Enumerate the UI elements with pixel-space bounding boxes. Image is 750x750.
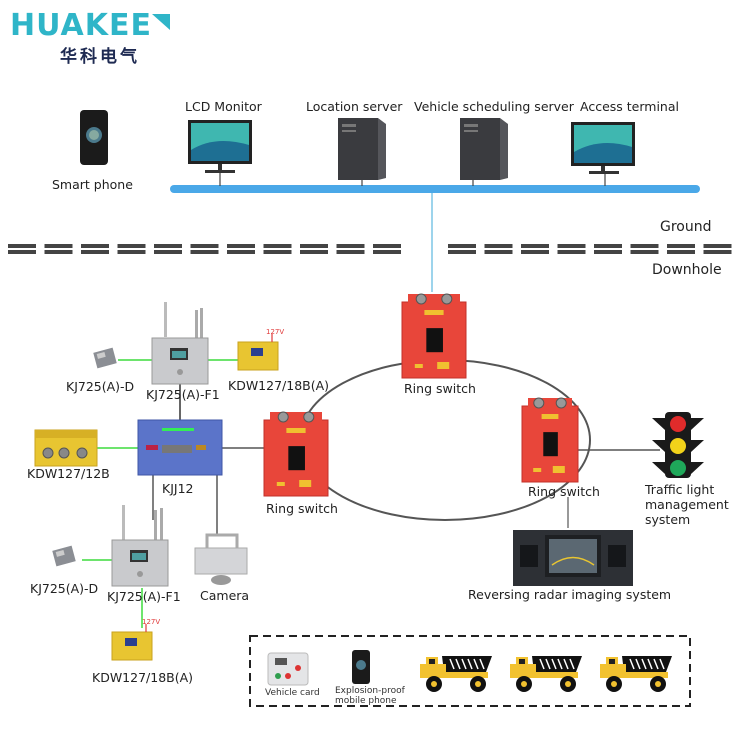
kj725a-f1-top-label: KJ725(A)-F1 xyxy=(146,387,220,402)
divider-dash xyxy=(373,244,401,254)
divider-dash xyxy=(263,244,292,254)
kjj12-icon xyxy=(137,419,223,476)
lcd-monitor-label: LCD Monitor xyxy=(185,99,262,114)
divider-dash xyxy=(484,244,513,254)
divider-dash xyxy=(630,244,659,254)
vehicle-card-icon xyxy=(267,652,309,686)
divider-dash xyxy=(8,244,36,254)
camera-icon xyxy=(194,533,248,585)
kdw127-18ba-top-label: KDW127/18B(A) xyxy=(228,378,330,393)
kjj12-label: KJJ12 xyxy=(162,481,194,496)
kdw127-12b-label: KDW127/12B xyxy=(27,466,110,481)
explosion-proof-phone-label: Explosion-proof mobile phone xyxy=(335,686,405,706)
logo-accent-icon xyxy=(152,14,170,30)
divider-dash xyxy=(300,244,328,254)
mining-truck-icon xyxy=(600,656,672,692)
lcd-monitor-icon xyxy=(188,120,252,173)
vehicle-terminal-box xyxy=(249,635,691,707)
brand-logo: HUAKEE xyxy=(10,8,152,43)
location-server-icon xyxy=(338,118,386,180)
ground-label: Ground xyxy=(660,219,712,235)
divider-dash xyxy=(594,244,622,254)
explosion-proof-phone-icon xyxy=(352,650,370,684)
divider-dash xyxy=(44,244,73,254)
divider-dash xyxy=(190,244,219,254)
location-server-label: Location server xyxy=(306,99,403,114)
smart-phone-icon xyxy=(80,110,108,165)
ring-switch-right-icon xyxy=(521,397,579,483)
brand-logo-cn: 华科电气 xyxy=(60,47,140,67)
ground-divider xyxy=(8,244,732,254)
kj725a-f1-bottom-label: KJ725(A)-F1 xyxy=(107,589,181,604)
divider-dash xyxy=(557,244,586,254)
kdw127-18ba-bottom-label: KDW127/18B(A) xyxy=(92,670,194,685)
kj725a-f1-top-icon xyxy=(151,302,209,385)
mining-truck-icon xyxy=(420,656,492,692)
mining-truck-icon xyxy=(510,656,582,692)
traffic-light-icon xyxy=(652,412,704,478)
divider-dash xyxy=(448,244,476,254)
ring-switch-left-label: Ring switch xyxy=(266,501,338,516)
camera-label: Camera xyxy=(200,588,250,603)
kdw127-18ba-bottom-icon xyxy=(111,624,153,661)
reversing-radar-label: Reversing radar imaging system xyxy=(468,587,672,602)
voltage-tag-top: 127V xyxy=(266,328,285,336)
downhole-label: Downhole xyxy=(652,262,722,278)
voltage-tag-bottom: 127V xyxy=(142,618,161,626)
reversing-radar-icon xyxy=(513,530,633,586)
ring-switch-left-icon xyxy=(263,411,329,497)
kj725a-d-bottom-icon xyxy=(52,545,76,567)
vehicle-scheduling-server-icon xyxy=(460,118,508,180)
kdw127-12b-icon xyxy=(34,429,98,467)
kdw127-18ba-top-icon xyxy=(237,334,279,371)
divider-dash xyxy=(117,244,146,254)
divider-dash xyxy=(336,244,365,254)
ring-switch-top-label: Ring switch xyxy=(404,381,476,396)
divider-dash xyxy=(81,244,109,254)
vehicle-card-label: Vehicle card xyxy=(265,688,320,698)
vehicle-scheduling-server-label: Vehicle scheduling server xyxy=(414,99,574,114)
ethernet-bus xyxy=(170,185,700,193)
divider-dash xyxy=(703,244,732,254)
kj725a-f1-bottom-icon xyxy=(111,505,169,587)
kj725a-d-top-label: KJ725(A)-D xyxy=(66,379,135,394)
ring-switch-top-icon xyxy=(401,293,467,379)
access-terminal-icon xyxy=(571,122,635,174)
divider-dash xyxy=(227,244,255,254)
traffic-light-label: Traffic light management system xyxy=(645,482,729,527)
divider-dash xyxy=(667,244,695,254)
access-terminal-label: Access terminal xyxy=(580,99,679,114)
smart-phone-label: Smart phone xyxy=(52,177,133,192)
kj725a-d-bottom-label: KJ725(A)-D xyxy=(30,581,99,596)
ring-switch-right-label: Ring switch xyxy=(528,484,600,499)
divider-dash xyxy=(154,244,182,254)
divider-dash xyxy=(521,244,549,254)
kj725a-d-top-icon xyxy=(93,347,117,369)
